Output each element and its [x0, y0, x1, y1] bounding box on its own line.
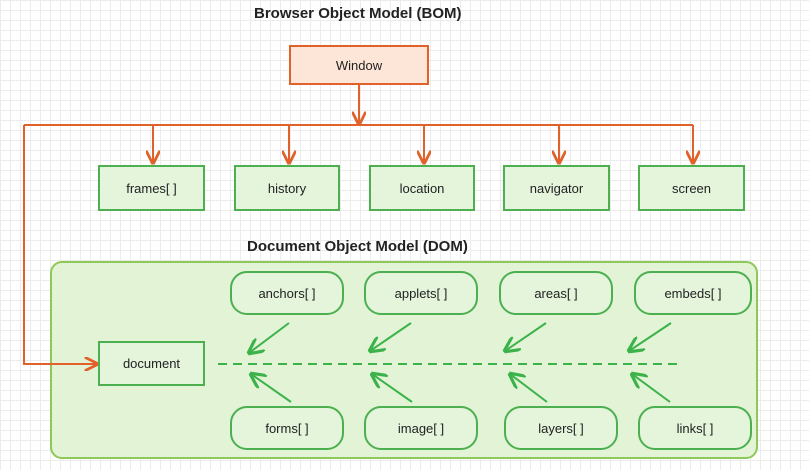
- arrow-layers: [510, 374, 548, 403]
- forms-node: forms[ ]: [230, 406, 344, 450]
- screen-node: screen: [638, 165, 745, 211]
- arrow-links: [632, 374, 671, 403]
- document-node: document: [98, 341, 205, 386]
- location-node: location: [369, 165, 475, 211]
- links-node: links[ ]: [638, 406, 752, 450]
- embeds-node: embeds[ ]: [634, 271, 752, 315]
- history-node: history: [234, 165, 340, 211]
- arrow-areas: [505, 322, 547, 351]
- arrow-image: [372, 374, 413, 403]
- arrow-embeds: [629, 322, 672, 351]
- arrow-anchors: [249, 322, 290, 353]
- navigator-node: navigator: [503, 165, 610, 211]
- applets-node: applets[ ]: [364, 271, 478, 315]
- areas-node: areas[ ]: [499, 271, 613, 315]
- layers-node: layers[ ]: [504, 406, 618, 450]
- frames-node: frames[ ]: [98, 165, 205, 211]
- anchors-node: anchors[ ]: [230, 271, 344, 315]
- arrow-applets: [370, 322, 412, 351]
- window-node: Window: [289, 45, 429, 85]
- image-node: image[ ]: [364, 406, 478, 450]
- arrow-forms: [251, 374, 292, 403]
- document-connector: [23, 125, 97, 364]
- bom-title: Browser Object Model (BOM): [254, 5, 462, 22]
- dom-title: Document Object Model (DOM): [247, 238, 468, 255]
